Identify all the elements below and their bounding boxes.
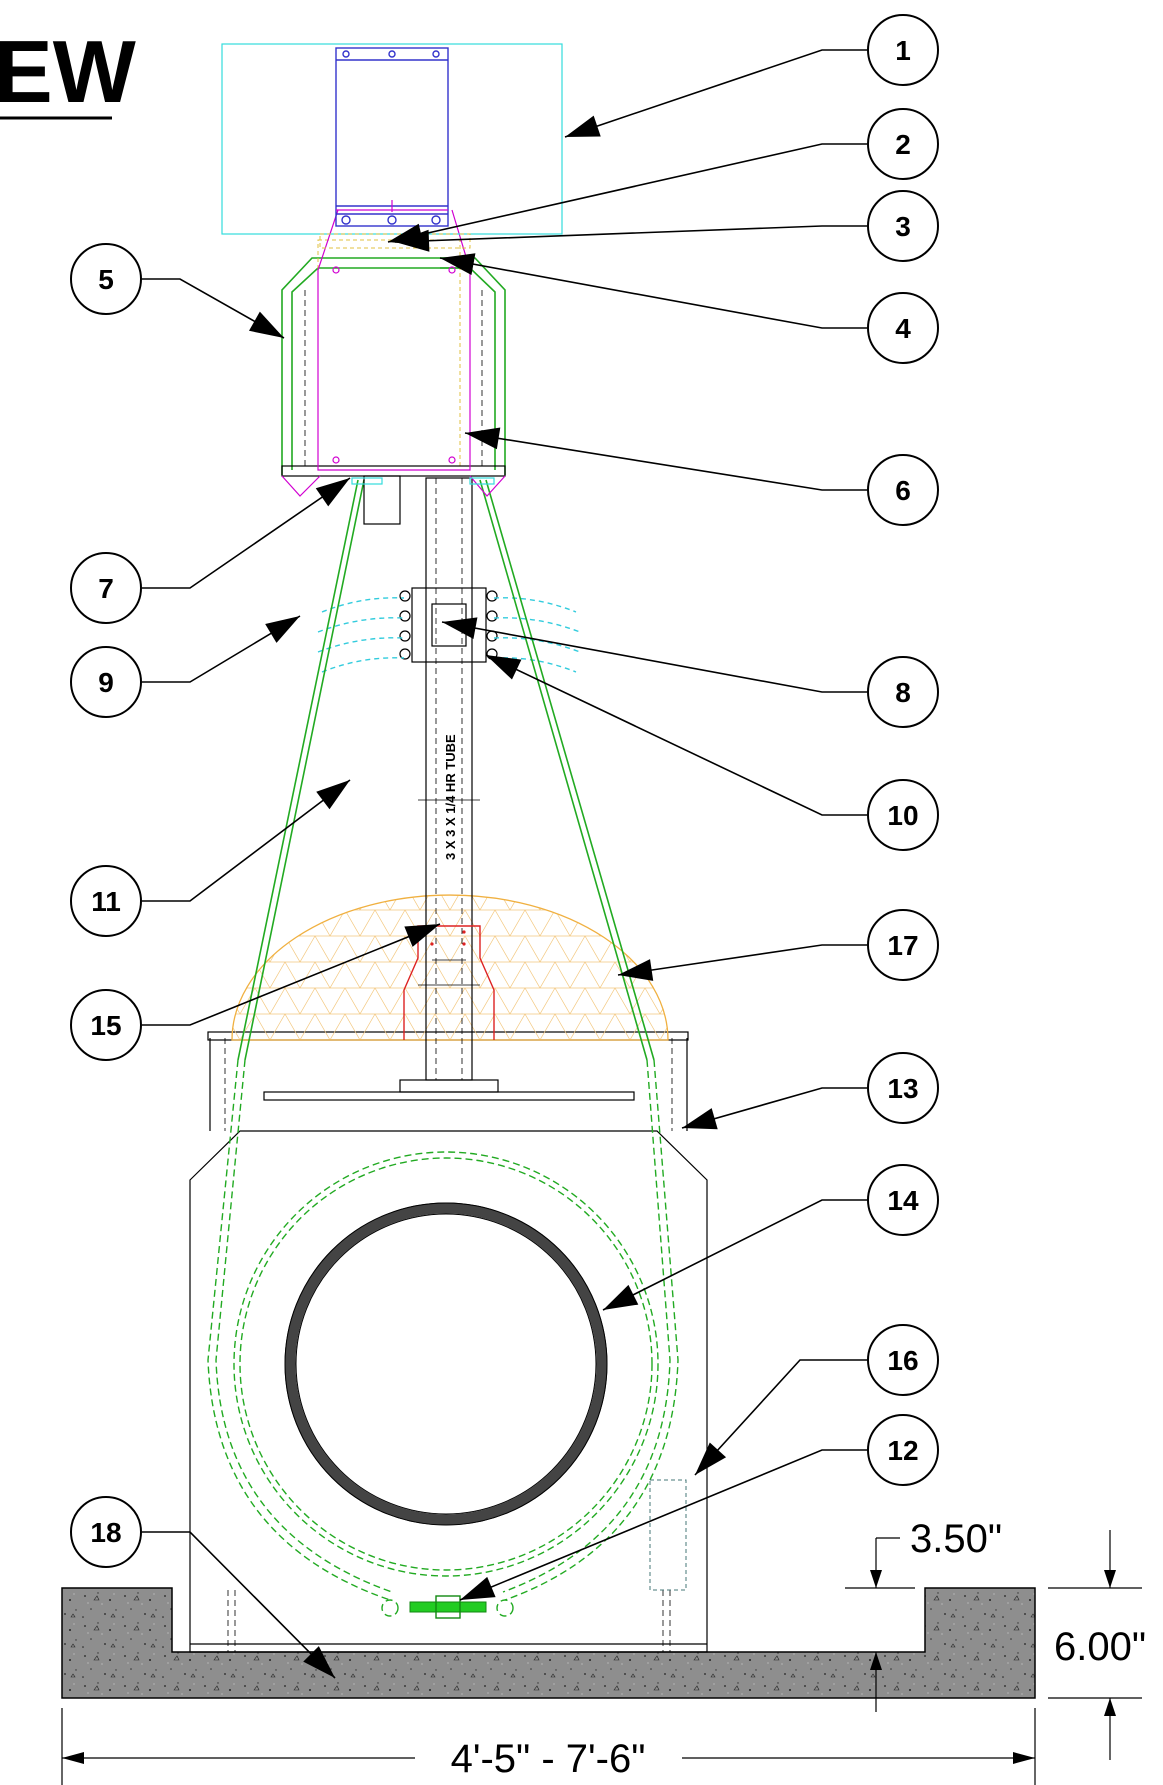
callout-arrow-18 [303,1646,335,1678]
callout-arrow-13 [682,1108,718,1130]
callout-number-7: 7 [98,573,114,604]
callout-leaders [142,49,867,1679]
callout-number-6: 6 [895,475,911,506]
callout-arrow-16 [695,1442,727,1475]
tube-label: 3 X 3 X 1/4 HR TUBE [443,734,458,860]
callout-bubble-1: 1 [867,14,939,86]
callout-number-2: 2 [895,129,911,160]
callout-number-12: 12 [887,1435,918,1466]
callout-number-18: 18 [90,1517,121,1548]
callout-bubble-16: 16 [867,1324,939,1396]
callout-bubble-14: 14 [867,1164,939,1236]
callout-arrow-5 [248,311,284,338]
view-title: EW [0,22,136,121]
wind-lines [317,597,581,673]
callout-bubble-7: 7 [70,552,142,624]
callout-number-15: 15 [90,1010,121,1041]
callout-arrow-9 [265,616,300,643]
callout-arrow-1 [565,115,601,137]
dim-depth-small: 3.50" [910,1517,1002,1561]
callout-leader-5 [142,278,285,339]
callout-bubble-13: 13 [867,1052,939,1124]
callout-bubble-18: 18 [70,1496,142,1568]
callout-leader-14 [602,1199,867,1311]
callout-bubble-9: 9 [70,646,142,718]
callout-bubble-3: 3 [867,190,939,262]
callout-arrow-6 [465,427,501,450]
callout-leader-13 [681,1087,867,1129]
view-title-text: EW [0,22,136,121]
callout-number-3: 3 [895,211,911,242]
callout-leader-17 [617,944,867,976]
callout-bubble-15: 15 [70,989,142,1061]
callout-bubble-12: 12 [867,1414,939,1486]
callout-bubble-11: 11 [70,865,142,937]
callout-bubble-10: 10 [867,779,939,851]
pipe-ring [284,1202,608,1526]
support-tube: 3 X 3 X 1/4 HR TUBE [418,477,480,1081]
callout-arrow-12 [460,1576,496,1600]
sensor-housing [649,1479,687,1591]
callout-number-11: 11 [91,886,121,917]
callout-leader-2 [387,143,867,243]
dim-depth-large: 6.00" [1054,1625,1146,1669]
callout-leader-8 [441,621,867,693]
callout-arrow-15 [404,924,440,947]
callout-leader-18 [142,1531,336,1679]
vault-enclosure [189,1031,708,1653]
callout-number-14: 14 [887,1185,919,1216]
callout-number-10: 10 [887,800,918,831]
callout-bubble-6: 6 [867,454,939,526]
callout-arrow-8 [442,617,478,639]
callout-leader-1 [564,49,867,138]
callout-leader-9 [142,615,301,683]
callout-leader-3 [394,225,867,243]
callout-leader-16 [694,1359,867,1476]
callout-arrow-3 [395,229,430,252]
callout-number-8: 8 [895,677,911,708]
callout-bubble-2: 2 [867,108,939,180]
callout-arrow-10 [486,655,522,680]
callout-leader-12 [459,1449,867,1601]
callout-bubble-8: 8 [867,656,939,728]
callout-number-9: 9 [98,667,114,698]
callout-bubble-5: 5 [70,243,142,315]
concrete-foundation [61,1587,1036,1699]
callout-leader-11 [142,779,351,902]
callout-number-16: 16 [887,1345,918,1376]
callout-bubble-4: 4 [867,292,939,364]
callout-number-4: 4 [895,313,911,344]
callout-leader-4 [439,257,867,329]
base-bracket [403,925,495,1040]
callout-arrow-7 [315,478,350,507]
callout-number-13: 13 [887,1073,918,1104]
callout-arrow-14 [603,1284,639,1310]
callout-arrow-4 [440,253,476,275]
callout-number-5: 5 [98,264,114,295]
callout-leader-10 [485,654,867,816]
callout-arrow-11 [316,780,350,810]
callout-number-17: 17 [887,930,918,961]
callout-arrow-17 [618,959,654,981]
top-panel-assembly [221,43,563,249]
dimension-annotations: 3.50" 6.00" 4'-5" - 7'-6" [61,1517,1146,1785]
callout-leader-15 [142,923,441,1026]
callout-leader-7 [142,477,351,589]
callout-bubble-17: 17 [867,909,939,981]
callout-leader-6 [464,432,867,491]
protective-dome [231,894,669,1041]
callout-number-1: 1 [895,35,911,66]
tension-straps [207,479,679,1619]
dim-width-range: 4'-5" - 7'-6" [451,1737,646,1781]
